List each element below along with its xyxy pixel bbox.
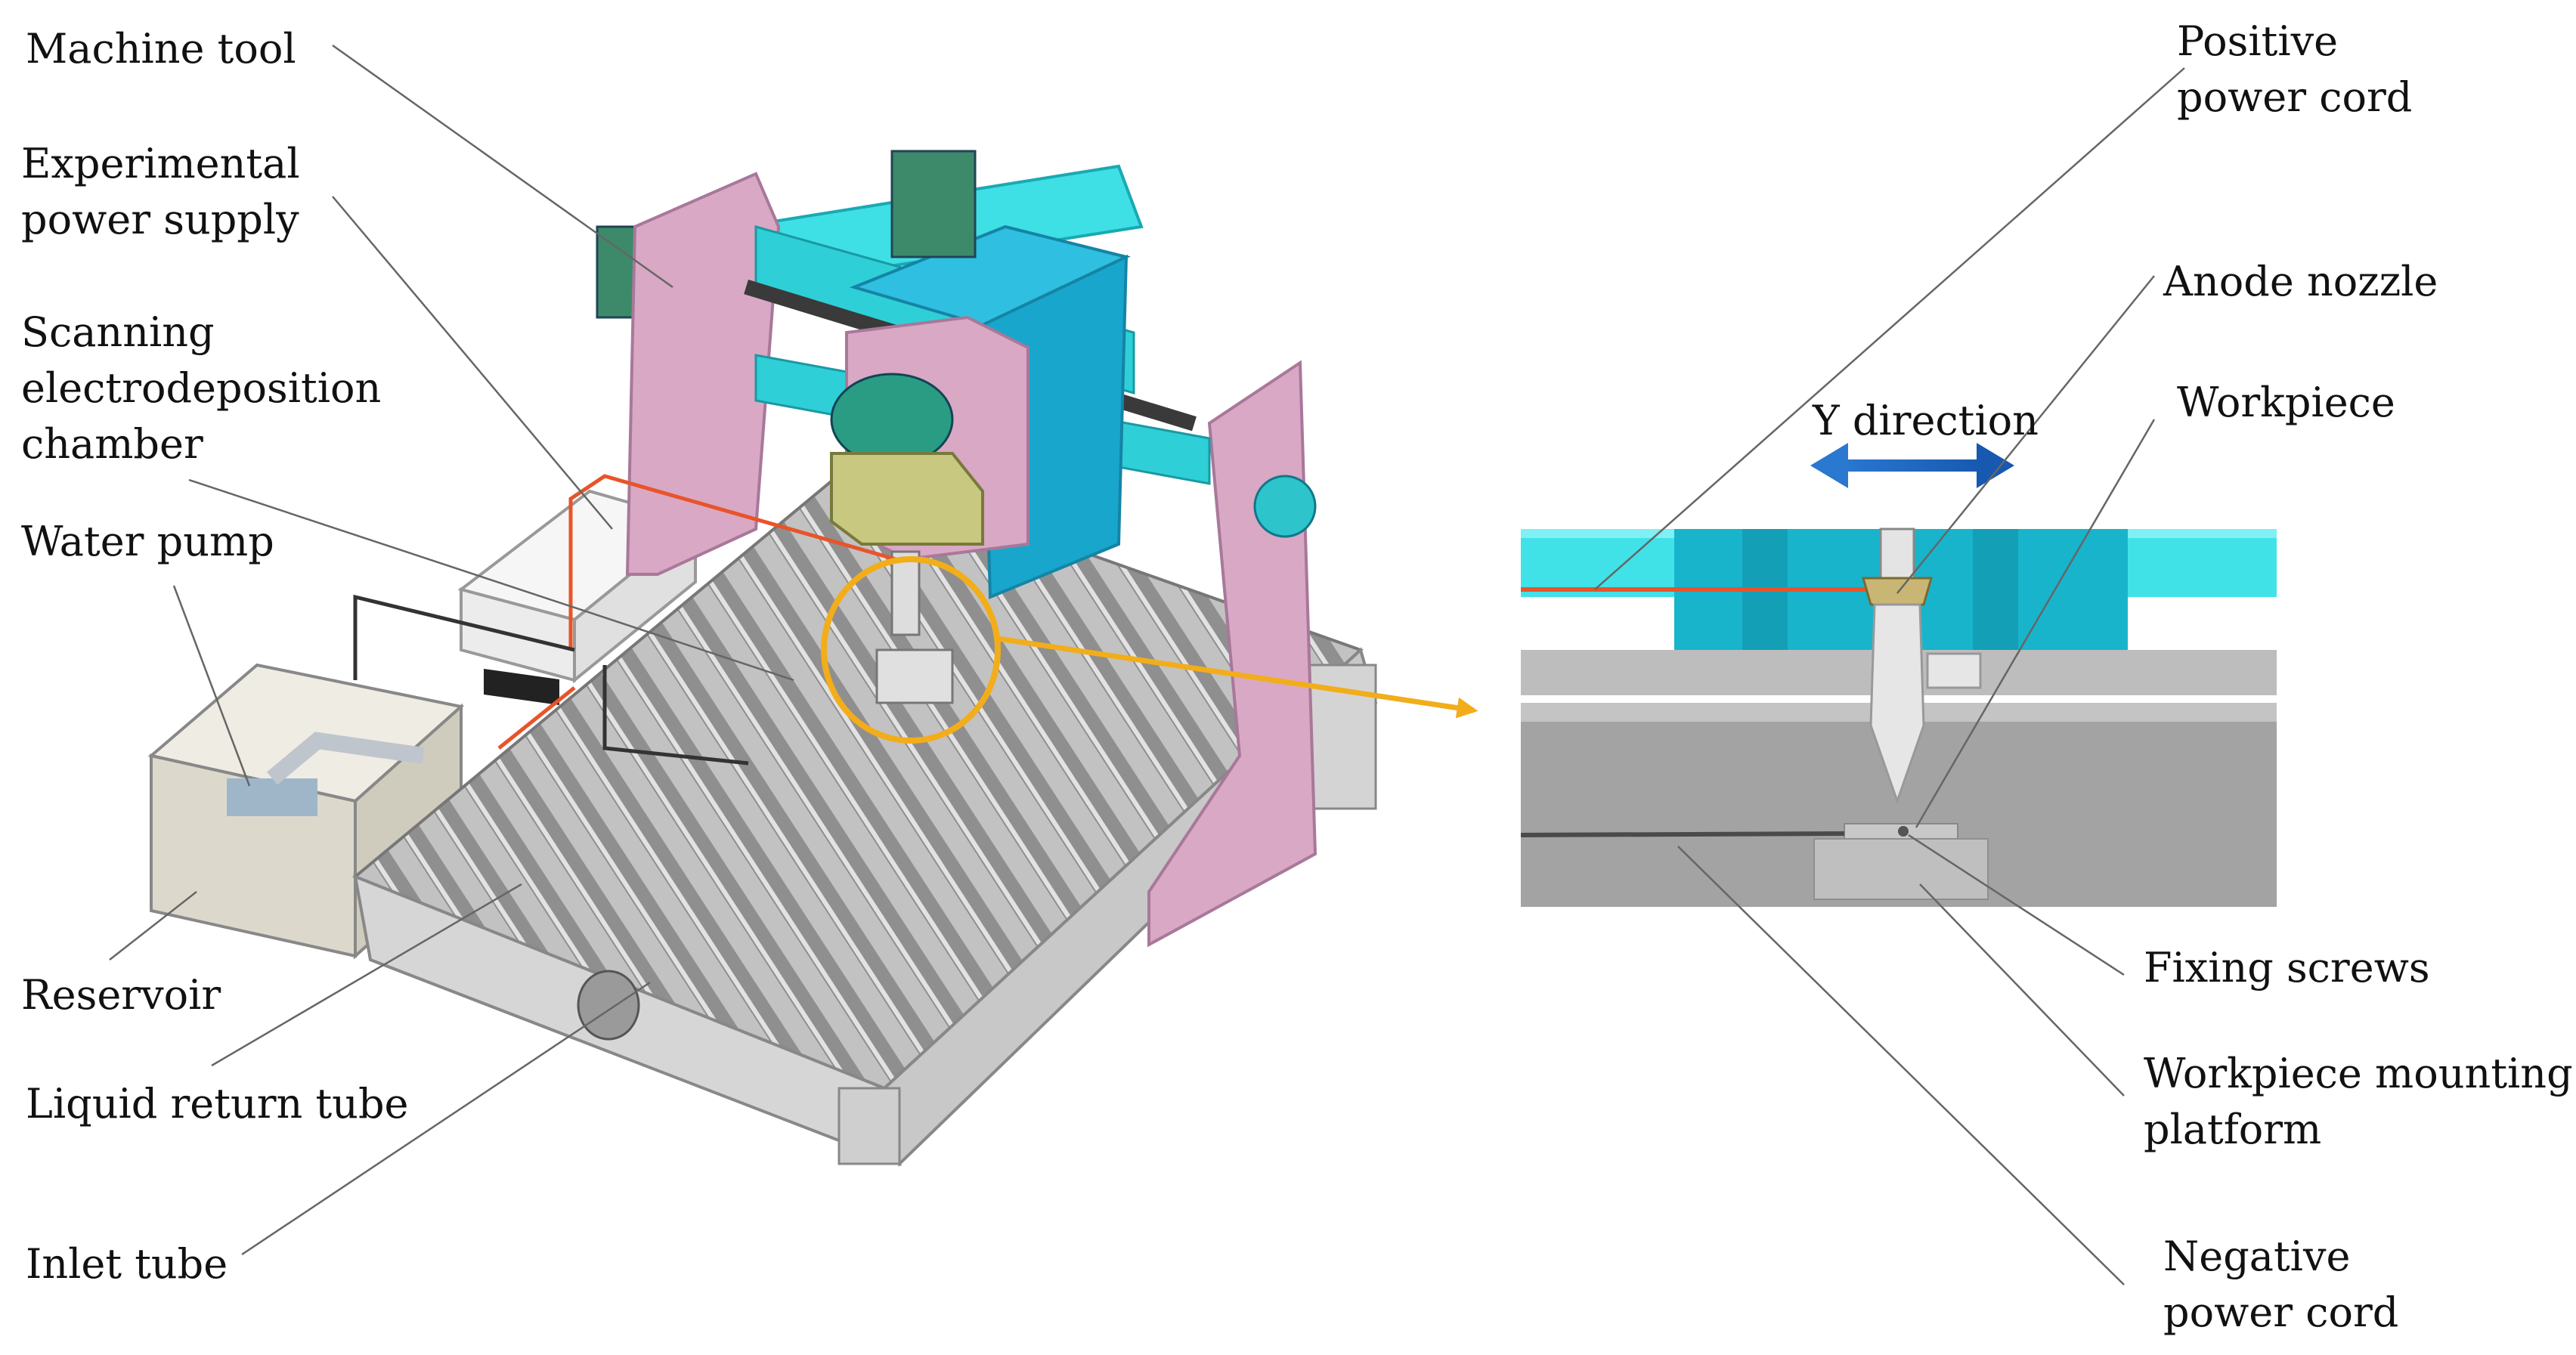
leader-chamber [188,478,794,682]
label-workpiece-mounting-platform: Workpiece mounting platform [2144,1050,2573,1153]
positive-power-cord-3d [568,474,896,650]
label-workpiece: Workpiece [2177,379,2395,426]
zoom-callout-circle [821,556,1001,744]
label-inlet-tube: Inlet tube [26,1240,228,1288]
leader-anode-nozzle [1896,275,2155,594]
machine-tool-illustration [147,150,1478,1167]
anode-nozzle-3d [890,550,921,636]
leader-reservoir [109,891,197,961]
anode-nozzle [1862,577,1933,606]
label-fixing-screws: Fixing screws [2144,944,2430,992]
label-y-direction: Y direction [1813,397,2039,444]
leader-fixing-screws [1908,834,2125,976]
leader-water-pump [172,585,251,787]
leader-inlet-tube [241,981,651,1256]
label-machine-tool: Machine tool [26,25,296,73]
leader-workpiece [1915,419,2156,828]
stepper-motor-z [890,150,977,258]
workpiece-mounting-platform [1813,838,1989,900]
label-experimental-power-supply: Experimental power supply [21,140,300,243]
left-frame-plate [625,172,781,576]
leader-liquid-return [211,883,522,1067]
label-negative-power-cord: Negative power cord [2163,1233,2399,1336]
leader-negative-cord [1677,846,2125,1285]
fixing-screws [1898,826,1909,837]
label-anode-nozzle: Anode nozzle [2163,258,2438,305]
label-liquid-return-tube: Liquid return tube [26,1080,409,1128]
label-positive-power-cord: Positive power cord [2177,17,2413,121]
label-scanning-chamber: Scanning electrodeposition chamber [21,308,382,468]
leader-positive-cord [1594,67,2185,590]
y-direction-arrow [1810,443,2014,488]
zoom-callout-arrow [997,636,1478,719]
detail-view [1520,443,2277,907]
water-pump [227,778,317,816]
label-reservoir: Reservoir [21,971,221,1019]
leader-platform [1919,883,2125,1097]
leader-power-supply [332,196,613,530]
leader-lines [109,44,2185,1285]
leader-machine-tool [332,44,673,289]
negative-power-cord [1520,831,1845,837]
label-water-pump: Water pump [21,518,274,565]
